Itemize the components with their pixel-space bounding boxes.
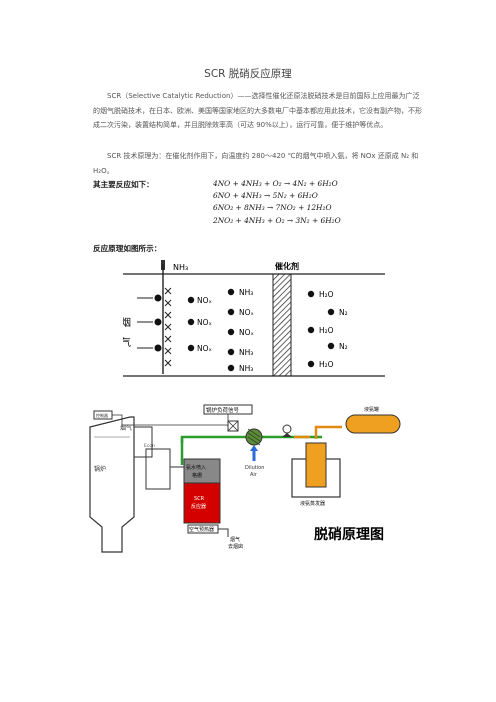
flue-gas-label-1: 烟 xyxy=(123,316,131,329)
equation-list: 4NO + 4NH₃ + O₂ → 4N₂ + 6H₂O 6NO + 4NH₃ … xyxy=(213,178,341,227)
reactor-label: 反应器 xyxy=(191,503,206,510)
boiler-outline xyxy=(89,416,135,553)
diagram-caption: 脱硝原理图 xyxy=(314,526,384,543)
controller-label: 控制器 xyxy=(96,412,108,418)
ammonia-liquid-line xyxy=(314,425,342,439)
to-stack-label: 去烟囱 xyxy=(228,543,243,550)
middle-label: NH₃ xyxy=(239,288,253,297)
shutoff-valve xyxy=(282,424,292,434)
outlet-label: N₂ xyxy=(339,342,348,351)
intro-paragraph: SCR（Selective Catalytic Reduction）——选择性催… xyxy=(93,92,422,129)
middle-label: NH₃ xyxy=(239,348,253,357)
to-stack-label: 烟气 xyxy=(230,536,240,543)
ammonia-tank xyxy=(345,414,401,434)
outlet-label: N₂ xyxy=(339,308,348,317)
reaction-heading: 其主要反应如下： xyxy=(93,180,154,189)
ammonia-tank-label: 液氨罐 xyxy=(364,406,379,413)
inlet-molecules xyxy=(137,294,162,352)
equation: 6NO₂ + 8NH₃ → 7NO₂ + 12H₂O xyxy=(213,203,332,213)
outlet-label: H₂O xyxy=(319,290,334,299)
flue-gas-label: 烟气 xyxy=(120,424,132,432)
dilution-air-label: Dilution xyxy=(245,465,264,471)
diagram-heading: 反应原理如图所示： xyxy=(93,244,162,253)
inlet-label: NOₓ xyxy=(197,344,212,353)
ammonia-injection-marks xyxy=(164,287,172,367)
nh3-top-label: NH₃ xyxy=(173,263,188,272)
principle-paragraph: SCR 技术原理为：在催化剂作用下，向温度约 280～420 ℃的烟气中喷入氨，… xyxy=(93,152,419,175)
reactor-top xyxy=(183,458,221,486)
catalyst-block xyxy=(272,273,292,377)
catalyst-label: 催化剂 xyxy=(275,261,299,271)
economizer xyxy=(145,448,171,490)
evaporator-label: 液氨蒸发器 xyxy=(300,500,325,507)
boiler-label: 锅炉 xyxy=(94,465,106,473)
reactor-label: SCR xyxy=(194,496,205,502)
econ-label: Econ xyxy=(144,443,155,449)
inlet-label: NOₓ xyxy=(197,318,212,327)
scr-system-diagram: 锅炉 烟气 Econ SCR 反应器 氨水喷入 格栅 空气预热器 烟气 去烟囱 … xyxy=(89,404,401,553)
ammonia-inject-label: 氨水喷入 xyxy=(186,464,206,471)
ammonia-inject-label: 格栅 xyxy=(192,472,202,479)
equation: 4NO + 4NH₃ + O₂ → 4N₂ + 6H₂O xyxy=(213,179,338,188)
page-title: SCR 脱硝反应原理 xyxy=(204,68,292,80)
ammonia-evaporator xyxy=(305,442,327,488)
boiler-load-signal-label: 锅炉负荷信号 xyxy=(206,406,240,414)
outlet-label: H₂O xyxy=(319,326,334,335)
scr-reactor xyxy=(183,482,221,524)
equation: 6NO + 4NH₃ → 5N₂ + 6H₂O xyxy=(213,191,318,201)
middle-label: NOₓ xyxy=(239,308,254,317)
flue-gas-label-2: 气 xyxy=(123,336,131,349)
equation: 2NO₂ + 4NH₃ + O₂ → 3N₂ + 6H₂O xyxy=(213,215,341,225)
middle-label: NH₃ xyxy=(239,364,253,373)
outlet-molecules xyxy=(307,290,335,368)
reaction-principle-diagram: NH₃ 催化剂 烟 气 NOₓ NOₓ NOₓ NH₃ NOₓ NOₓ NH₃ … xyxy=(123,260,385,377)
middle-label: NOₓ xyxy=(239,328,254,337)
dilution-air-label: Air xyxy=(250,472,258,478)
middle-molecules xyxy=(227,288,235,372)
inlet-label: NOₓ xyxy=(197,296,212,305)
air-preheater-label: 空气预热器 xyxy=(189,526,214,533)
outlet-label: H₂O xyxy=(319,360,334,369)
